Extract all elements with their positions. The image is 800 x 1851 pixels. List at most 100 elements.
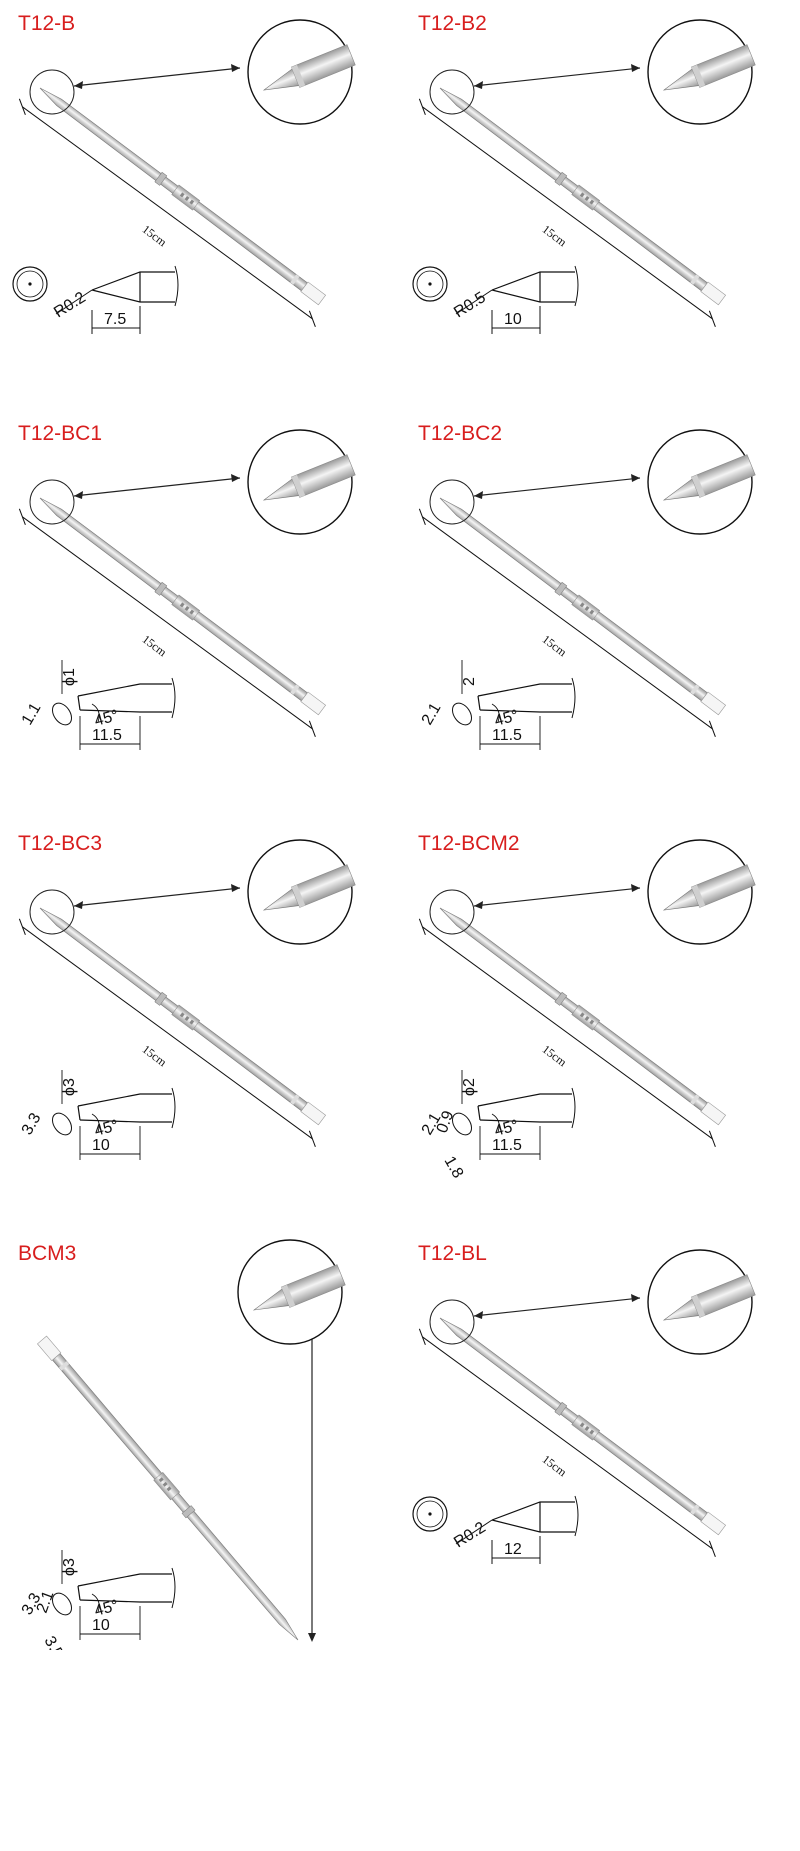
tip-card: T12-BC2 15cm 2 2.1 45°11.5 bbox=[400, 410, 800, 872]
soldering-tip-rod bbox=[439, 497, 727, 716]
length-label: 15cm bbox=[540, 1452, 570, 1480]
length-label: 15cm bbox=[540, 1042, 570, 1070]
bevel-size-label: 2.1 bbox=[419, 700, 445, 728]
diameter-label: ϕ2 bbox=[461, 1078, 478, 1096]
tip-title: T12-BL bbox=[418, 1242, 487, 1265]
tip-length-label: 10 bbox=[92, 1617, 110, 1634]
length-label: 15cm bbox=[140, 632, 170, 660]
angle-label: 45° bbox=[493, 1117, 521, 1140]
magnified-tip-view bbox=[247, 839, 356, 945]
cup-depth-label: 3.5 bbox=[41, 1634, 67, 1651]
magnified-tip-view bbox=[647, 1249, 756, 1355]
magnified-tip-view bbox=[647, 19, 756, 125]
callout-arrow bbox=[73, 477, 241, 497]
tip-title: BCM3 bbox=[18, 1242, 76, 1265]
soldering-tip-rod bbox=[39, 907, 327, 1126]
bevel-face-view bbox=[51, 1112, 73, 1136]
tip-title: T12-BC1 bbox=[18, 422, 102, 445]
tip-dimension-drawing: R0.5 10 bbox=[412, 265, 579, 334]
cup-depth-label: 1.8 bbox=[441, 1154, 467, 1182]
callout-arrow bbox=[473, 1297, 641, 1317]
magnified-tip-view bbox=[647, 839, 756, 945]
tip-figure: T12-BC1 15cm ϕ1 1.1 45°11.5 bbox=[18, 422, 356, 750]
tip-dimension-drawing: ϕ1 1.1 45°11.5 bbox=[19, 660, 176, 750]
soldering-tip-rod bbox=[39, 497, 327, 716]
length-dimension-line bbox=[22, 516, 313, 730]
length-dimension-line bbox=[22, 926, 313, 1140]
callout-arrow bbox=[73, 67, 241, 87]
tip-length-label: 11.5 bbox=[492, 727, 522, 744]
soldering-tip-rod bbox=[39, 87, 327, 306]
diameter-label: ϕ1 bbox=[61, 668, 78, 686]
tip-highlight-circle bbox=[29, 69, 75, 115]
soldering-tip-rod bbox=[37, 1335, 299, 1641]
radius-label: R0.2 bbox=[451, 1519, 489, 1551]
length-label: 15cm bbox=[140, 1042, 170, 1070]
tip-highlight-circle bbox=[29, 889, 75, 935]
bevel-size-label: 1.1 bbox=[19, 700, 45, 728]
bevel-face-view bbox=[451, 1112, 473, 1136]
tip-highlight-circle bbox=[429, 889, 475, 935]
diameter-label: 2 bbox=[461, 677, 478, 686]
bevel-size-label: 3.3 bbox=[19, 1110, 45, 1138]
tip-dimension-drawing: R0.2 7.5 bbox=[12, 265, 179, 334]
length-dimension-line bbox=[422, 516, 713, 730]
callout-arrow bbox=[473, 67, 641, 87]
length-dimension-line bbox=[422, 926, 713, 1140]
callout-arrow bbox=[473, 477, 641, 497]
callout-arrow bbox=[73, 887, 241, 907]
tip-title: T12-B2 bbox=[418, 12, 487, 35]
bevel-face-view bbox=[51, 1592, 73, 1616]
taper-length-label: 7.5 bbox=[104, 311, 126, 328]
magnified-tip-view bbox=[247, 429, 356, 535]
length-label: 15cm bbox=[140, 222, 170, 250]
tip-length-label: 10 bbox=[92, 1137, 110, 1154]
tip-figure: T12-BC2 15cm 2 2.1 45°11.5 bbox=[418, 422, 756, 750]
soldering-tip-rod bbox=[439, 87, 727, 306]
angle-label: 45° bbox=[493, 707, 521, 730]
taper-length-label: 10 bbox=[504, 311, 522, 328]
magnified-tip-view bbox=[247, 19, 356, 125]
radius-label: R0.5 bbox=[451, 289, 489, 321]
soldering-tip-rod bbox=[439, 1317, 727, 1536]
tip-title: T12-BC3 bbox=[18, 832, 102, 855]
tip-title: T12-B bbox=[18, 12, 75, 35]
angle-label: 45° bbox=[93, 1597, 121, 1620]
tip-title: T12-BC2 bbox=[418, 422, 502, 445]
tip-highlight-circle bbox=[29, 479, 75, 525]
bevel-face-view bbox=[451, 702, 473, 726]
bevel-face-view bbox=[51, 702, 73, 726]
length-label: 15cm bbox=[540, 222, 570, 250]
tip-dimension-drawing: 2 2.1 45°11.5 bbox=[419, 660, 576, 750]
angle-label: 45° bbox=[93, 707, 121, 730]
length-label: 15cm bbox=[540, 632, 570, 660]
radius-label: R0.2 bbox=[51, 289, 89, 321]
tip-length-label: 11.5 bbox=[92, 727, 122, 744]
callout-arrow bbox=[473, 887, 641, 907]
taper-length-label: 12 bbox=[504, 1541, 522, 1558]
length-dimension-line bbox=[422, 106, 713, 320]
tip-dimension-drawing: R0.2 12 bbox=[412, 1495, 579, 1564]
tip-length-label: 11.5 bbox=[492, 1137, 522, 1154]
tip-title: T12-BCM2 bbox=[418, 832, 520, 855]
length-dimension-line bbox=[22, 106, 313, 320]
cup-size-label: 0.9 bbox=[434, 1109, 458, 1136]
length-dimension-line bbox=[422, 1336, 713, 1550]
cup-size-label: 2.1 bbox=[34, 1589, 58, 1616]
tip-highlight-circle bbox=[429, 1299, 475, 1345]
angle-label: 45° bbox=[93, 1117, 121, 1140]
